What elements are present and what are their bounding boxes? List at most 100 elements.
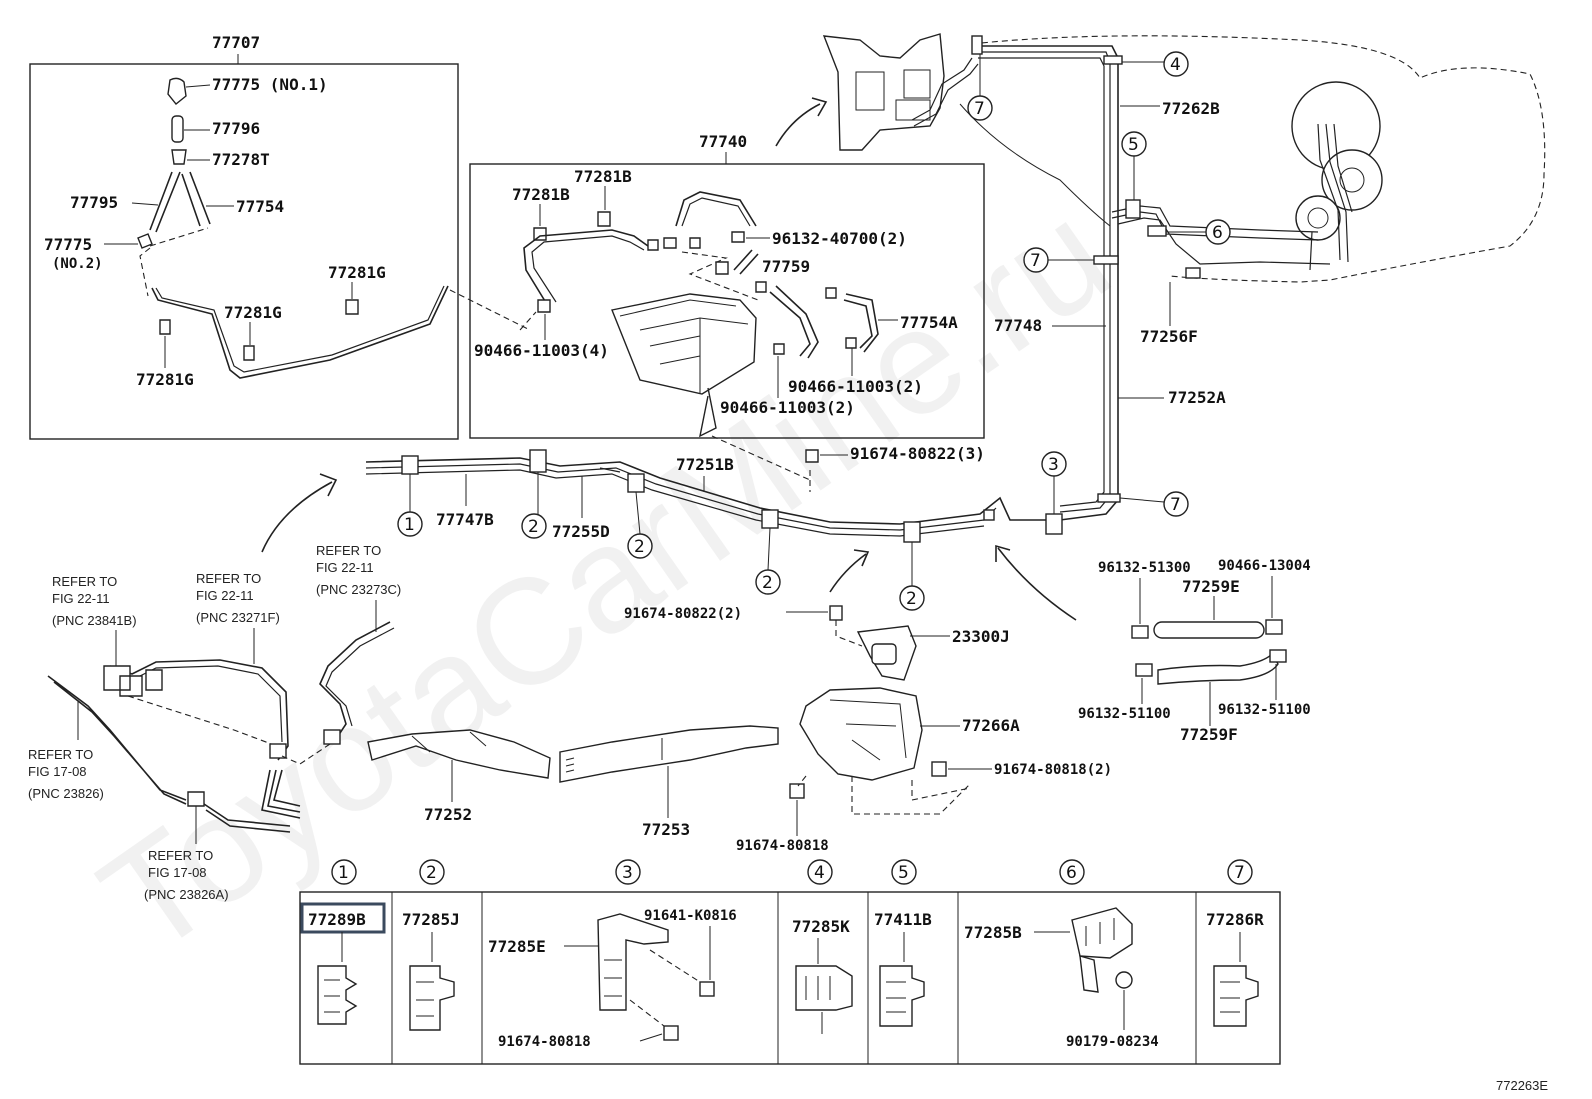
clamp-2-c[interactable] bbox=[761, 509, 779, 529]
part-tank-port-b[interactable] bbox=[1295, 195, 1341, 241]
label-77278T[interactable]: 77278T bbox=[212, 150, 270, 169]
part-clamp-77281G-a[interactable] bbox=[345, 299, 359, 315]
callout-2-c[interactable] bbox=[755, 569, 781, 595]
callout-4[interactable] bbox=[1163, 51, 1189, 77]
label-91674-80818-2[interactable]: 91674-80818(2) bbox=[994, 762, 1112, 778]
label-77252A[interactable]: 77252A bbox=[1168, 388, 1226, 407]
label-77262B[interactable]: 77262B bbox=[1162, 99, 1220, 118]
label-77281G-b[interactable]: 77281G bbox=[224, 303, 282, 322]
clamp-7-a[interactable] bbox=[1093, 255, 1119, 265]
label-77259F[interactable]: 77259F bbox=[1180, 725, 1238, 744]
label-77775-no2[interactable]: 77775 bbox=[44, 235, 92, 254]
part-clips-90466-11003-2[interactable] bbox=[773, 337, 857, 355]
legend-part-91674-80818[interactable] bbox=[663, 1025, 679, 1041]
callout-1-a[interactable] bbox=[397, 511, 423, 537]
callout-2-d[interactable] bbox=[899, 585, 925, 611]
label-77253[interactable]: 77253 bbox=[642, 820, 690, 839]
label-77759[interactable]: 77759 bbox=[762, 257, 810, 276]
label-91674-80822-2[interactable]: 91674-80822(2) bbox=[624, 606, 742, 622]
part-joints-77740[interactable] bbox=[647, 237, 701, 251]
label-77775-no1[interactable]: 77775 (NO.1) bbox=[212, 75, 328, 94]
callout-6[interactable] bbox=[1205, 219, 1231, 245]
label-77266A[interactable]: 77266A bbox=[962, 716, 1020, 735]
part-clip-96132-40700[interactable] bbox=[731, 231, 745, 243]
part-clamp-77281B-b[interactable] bbox=[597, 211, 611, 227]
label-96132-51300[interactable]: 96132-51300 bbox=[1098, 560, 1191, 576]
callout-5[interactable] bbox=[1121, 131, 1147, 157]
part-hose-77754A[interactable] bbox=[843, 293, 879, 353]
label-77754A[interactable]: 77754A bbox=[900, 313, 958, 332]
clamp-7-b[interactable] bbox=[1097, 493, 1121, 503]
part-hose-77259F[interactable] bbox=[1157, 652, 1279, 685]
legend-part-77411B[interactable] bbox=[879, 965, 925, 1027]
legend-label-77289B[interactable]: 77289B bbox=[308, 910, 366, 929]
part-bolt-91674-80822-2[interactable] bbox=[829, 605, 843, 621]
label-91674-80818[interactable]: 91674-80818 bbox=[736, 838, 829, 854]
part-protector-77253[interactable] bbox=[559, 725, 779, 783]
label-77255D[interactable]: 77255D bbox=[552, 522, 610, 541]
label-96132-51100-a[interactable]: 96132-51100 bbox=[1078, 706, 1171, 722]
clamp-2-a[interactable] bbox=[529, 449, 547, 473]
callout-3[interactable] bbox=[1041, 451, 1067, 477]
label-90466-11003-2-b[interactable]: 90466-11003(2) bbox=[720, 398, 855, 417]
callout-7-a[interactable] bbox=[967, 95, 993, 121]
part-hose-77740-b[interactable] bbox=[675, 191, 757, 227]
part-bracket-77266A[interactable] bbox=[799, 687, 923, 781]
clamp-1[interactable] bbox=[401, 455, 419, 475]
legend-label-77285J[interactable]: 77285J bbox=[402, 910, 460, 929]
callout-2-b[interactable] bbox=[627, 533, 653, 559]
part-clip-96132-51300[interactable] bbox=[1131, 625, 1149, 639]
label-90466-13004[interactable]: 90466-13004 bbox=[1218, 558, 1311, 574]
legend-part-77286R[interactable] bbox=[1213, 965, 1259, 1027]
part-hoses-77795-77754[interactable] bbox=[149, 171, 211, 233]
part-clip-77754A[interactable] bbox=[825, 287, 837, 299]
part-bolt-91674-80822-3[interactable] bbox=[805, 449, 819, 463]
clamp-joint[interactable] bbox=[983, 509, 995, 521]
part-clip-90466-13004[interactable] bbox=[1265, 619, 1283, 635]
part-clip-77775-no2[interactable] bbox=[137, 233, 153, 249]
label-77707[interactable]: 77707 bbox=[212, 33, 260, 52]
legend-label-91641-K0816[interactable]: 91641-K0816 bbox=[644, 908, 737, 924]
label-77281B-a[interactable]: 77281B bbox=[512, 185, 570, 204]
callout-7-c[interactable] bbox=[1163, 491, 1189, 517]
legend-label-77286R[interactable]: 77286R bbox=[1206, 910, 1264, 929]
part-joint-77278T[interactable] bbox=[171, 149, 187, 165]
callout-7-b[interactable] bbox=[1023, 247, 1049, 273]
label-77795[interactable]: 77795 bbox=[70, 193, 118, 212]
clamp-4[interactable] bbox=[1103, 55, 1123, 65]
part-connector-77775[interactable] bbox=[167, 77, 187, 105]
legend-label-77285E[interactable]: 77285E bbox=[488, 937, 546, 956]
part-clamp-77281G-b[interactable] bbox=[243, 345, 255, 361]
part-clip-77759-b[interactable] bbox=[755, 281, 767, 293]
clamp-top-left[interactable] bbox=[971, 35, 983, 55]
part-pipe-77251B[interactable] bbox=[365, 457, 1060, 525]
label-77281G-a[interactable]: 77281G bbox=[328, 263, 386, 282]
part-bracket-77740[interactable] bbox=[699, 387, 717, 438]
label-77252[interactable]: 77252 bbox=[424, 805, 472, 824]
legend-part-77289B[interactable] bbox=[317, 965, 358, 1025]
legend-part-77285B[interactable] bbox=[1071, 907, 1133, 959]
part-hose-77259E[interactable] bbox=[1153, 621, 1265, 639]
part-bolt-91674-80818[interactable] bbox=[789, 783, 805, 799]
label-96132-40700[interactable]: 96132-40700(2) bbox=[772, 229, 907, 248]
legend-part-90179-08234[interactable] bbox=[1115, 971, 1133, 989]
part-canister-77740[interactable] bbox=[611, 293, 757, 395]
legend-label-77285B[interactable]: 77285B bbox=[964, 923, 1022, 942]
part-clamp-77281B-a[interactable] bbox=[533, 227, 547, 241]
part-pipe-77262B[interactable] bbox=[978, 45, 1119, 521]
clamp-3[interactable] bbox=[1045, 513, 1063, 535]
part-bolt-91674-80818-2[interactable] bbox=[931, 761, 947, 777]
part-protector-77252[interactable] bbox=[367, 729, 551, 779]
callout-2-a[interactable] bbox=[521, 513, 547, 539]
legend-label-91674-80818[interactable]: 91674-80818 bbox=[498, 1034, 591, 1050]
label-77281B-b[interactable]: 77281B bbox=[574, 167, 632, 186]
part-hose-77796[interactable] bbox=[171, 115, 184, 143]
label-23300J[interactable]: 23300J bbox=[952, 627, 1010, 646]
label-77256F[interactable]: 77256F bbox=[1140, 327, 1198, 346]
clamp-5[interactable] bbox=[1125, 199, 1141, 219]
part-hose-77740-a[interactable] bbox=[523, 229, 649, 307]
label-77251B[interactable]: 77251B bbox=[676, 455, 734, 474]
legend-label-77411B[interactable]: 77411B bbox=[874, 910, 932, 929]
part-clip-96132-51100-a[interactable] bbox=[1135, 663, 1153, 677]
label-77740[interactable]: 77740 bbox=[699, 132, 747, 151]
